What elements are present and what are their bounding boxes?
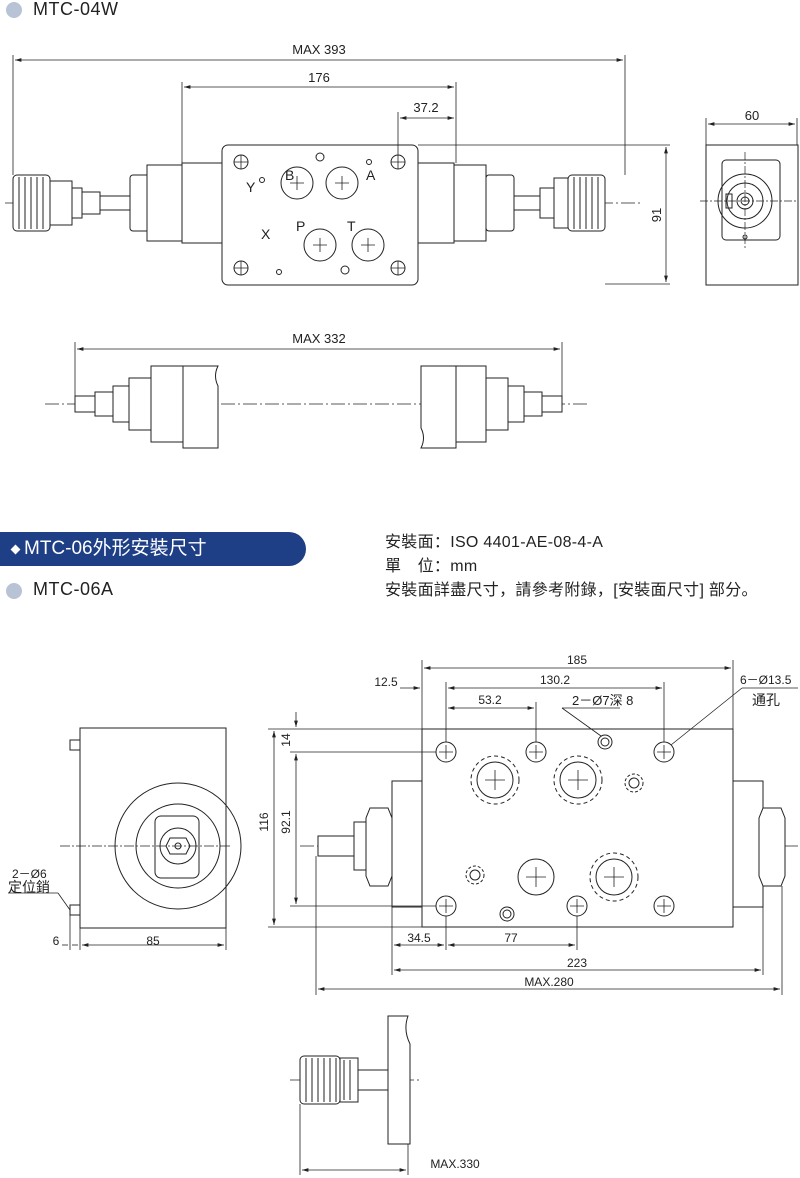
dim-92-1: 92.1 (279, 810, 293, 834)
model-title-mtc-06a: MTC-06A (33, 579, 114, 599)
dim-max-332: MAX 332 (292, 331, 345, 346)
mtc06a-side-view (60, 727, 242, 929)
dim-14: 14 (279, 733, 293, 747)
spec-mounting-face: 安裝面：ISO 4401-AE-08-4-A (385, 534, 604, 551)
callout-through-holes: 6－Ø13.5 (740, 673, 792, 687)
spec-note: 安裝面詳盡尺寸，請參考附錄，[安裝面尺寸] 部分。 (385, 582, 758, 599)
dim-91: 91 (649, 208, 664, 222)
port-label-x: X (261, 226, 271, 242)
dim-34-5: 34.5 (407, 931, 431, 945)
model-title-mtc-04w: MTC-04W (33, 0, 119, 19)
dim-37-2: 37.2 (413, 100, 438, 115)
dim-185: 185 (567, 653, 587, 667)
dim-6: 6 (53, 934, 60, 948)
spec-unit: 單 位：mm (385, 558, 478, 575)
port-label-t: T (347, 218, 356, 234)
port-label-p: P (296, 218, 305, 234)
dim-max-330: MAX.330 (430, 1157, 480, 1171)
mtc04w-front-view (5, 144, 640, 286)
dim-60: 60 (745, 108, 759, 123)
section-bullet-icon (6, 2, 22, 18)
callout-blind-holes: 2－Ø7深 8 (572, 693, 633, 708)
dim-85: 85 (146, 934, 160, 948)
callout-pin-dia: 2－Ø6 (12, 867, 47, 881)
section-header-pill: MTC-06外形安裝尺寸 (0, 532, 306, 566)
mtc06a-knob-detail (290, 1015, 420, 1145)
mtc06a-front-view (300, 728, 800, 928)
dim-53-2: 53.2 (478, 693, 502, 707)
section-bullet-icon (6, 583, 22, 599)
dim-130-2: 130.2 (540, 673, 570, 687)
port-label-a: A (366, 167, 376, 183)
dim-max-280: MAX.280 (524, 975, 574, 989)
port-label-y: Y (246, 179, 256, 195)
dim-223: 223 (567, 956, 587, 970)
mtc04w-lower-view (45, 365, 590, 449)
dim-176: 176 (308, 70, 330, 85)
callout-through-label: 通孔 (752, 692, 780, 708)
port-label-b: B (285, 167, 294, 183)
dim-77: 77 (504, 931, 518, 945)
callout-pin-label: 定位銷 (8, 879, 50, 895)
dim-max-393: MAX 393 (292, 42, 345, 57)
section-header-label: MTC-06外形安裝尺寸 (24, 538, 207, 559)
mtc04w-side-view (700, 144, 799, 286)
dim-12-5: 12.5 (374, 675, 398, 689)
dim-116: 116 (257, 812, 271, 831)
